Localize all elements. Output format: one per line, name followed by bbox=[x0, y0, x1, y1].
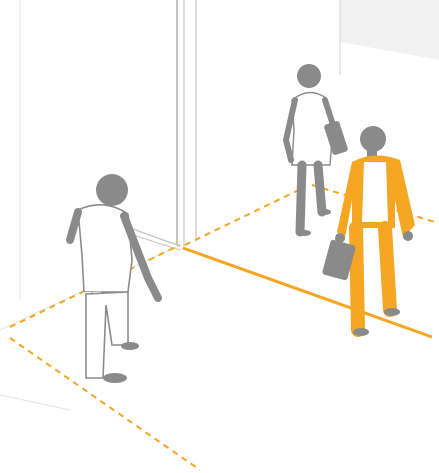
background bbox=[0, 0, 439, 473]
illustration-scene bbox=[0, 0, 439, 473]
